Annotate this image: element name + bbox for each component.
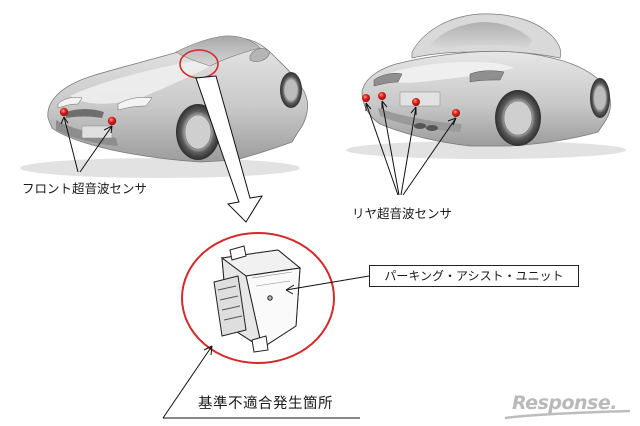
rear-car: [346, 13, 626, 159]
parking-assist-unit-drawing: [213, 245, 302, 353]
front-sensor-left: [59, 107, 69, 117]
parking-assist-unit-label: パーキング・アシスト・ユニット: [369, 265, 579, 287]
front-sensor-label: フロント超音波センサ: [22, 181, 148, 196]
front-sensor-arrows: [60, 116, 113, 173]
unit-label-leader: [285, 275, 370, 295]
rear-sensor-1: [362, 94, 370, 102]
location-label-leader: [162, 345, 360, 419]
rear-sensor-arrows: [365, 100, 457, 196]
hollow-pointer-arrow: [195, 75, 264, 223]
front-car: [20, 35, 308, 178]
rear-sensor-3: [412, 98, 420, 106]
rear-sensor-2: [378, 92, 386, 100]
defect-location-label: 基準不適合発生箇所: [198, 396, 333, 412]
front-sensor-right: [107, 116, 117, 126]
response-logo: Response.: [512, 392, 617, 414]
rear-sensor-label: リヤ超音波センサ: [352, 206, 453, 221]
logo-swoosh: [504, 409, 631, 420]
rear-sensor-4: [452, 109, 460, 117]
